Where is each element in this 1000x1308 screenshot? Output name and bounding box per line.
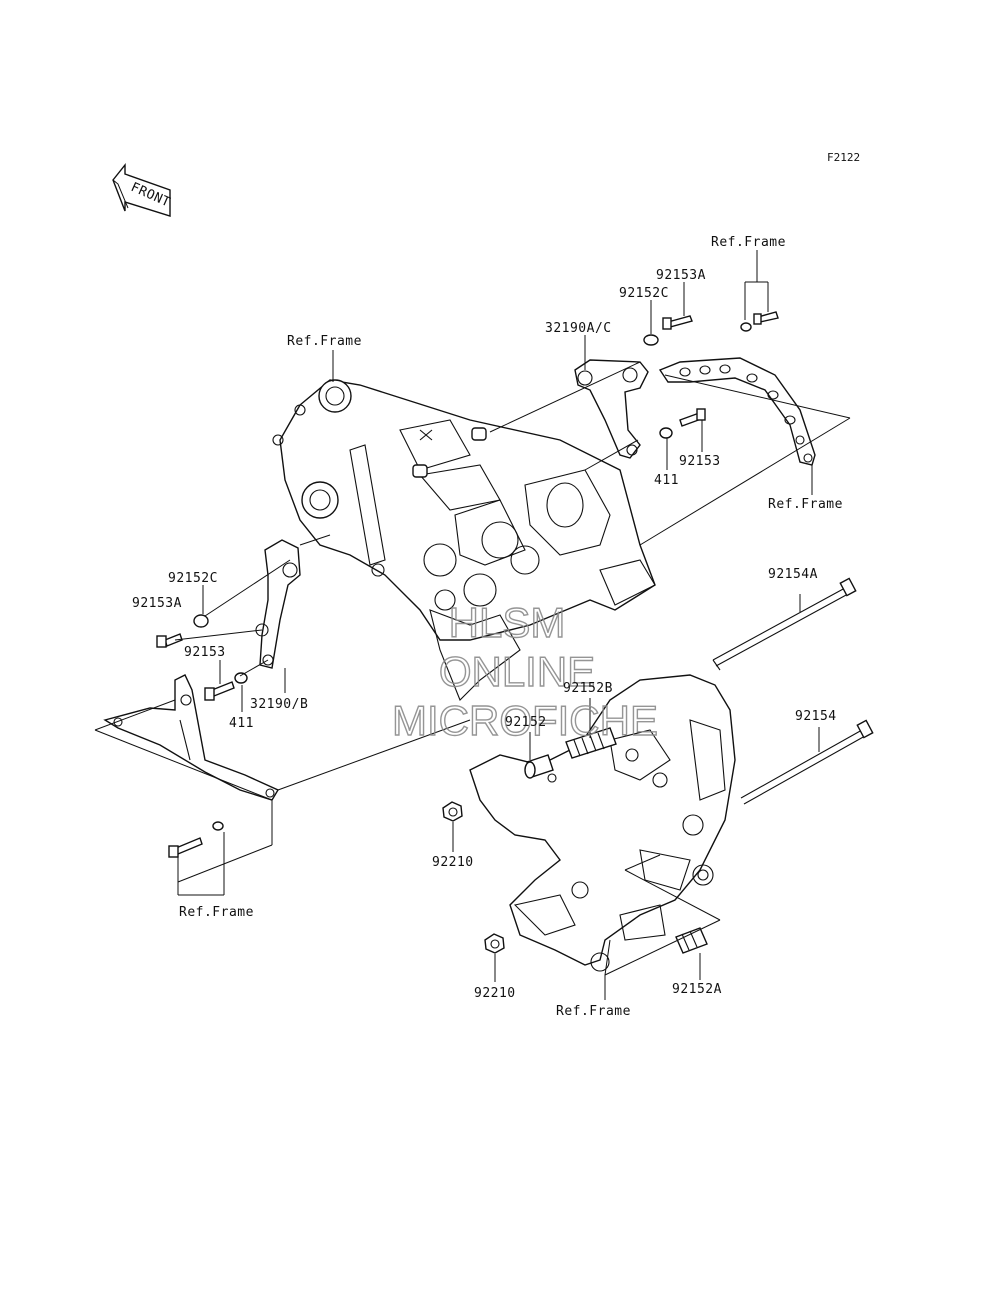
label-ref-frame-bottom-left: Ref.Frame <box>179 905 254 920</box>
label-32190AC: 32190A/C <box>545 321 612 336</box>
label-92152C-top: 92152C <box>619 286 669 301</box>
label-32190B: 32190/B <box>250 697 308 712</box>
bolt-92153-left <box>204 672 248 701</box>
collar-92152C-left <box>193 614 209 628</box>
label-92153A-left: 92153A <box>132 596 182 611</box>
lower-left-frame-brace <box>103 674 280 801</box>
watermark-line3: MICROFICHE <box>392 697 658 744</box>
label-ref-frame-top-right: Ref.Frame <box>711 235 786 250</box>
bolt-92154A <box>712 577 857 671</box>
nut-92210-lower <box>484 933 505 954</box>
upper-frame-brace <box>658 357 816 466</box>
label-ref-frame-bottom: Ref.Frame <box>556 1004 631 1019</box>
bolt-92153A-top <box>662 315 693 330</box>
diagram-code: F2122 <box>827 151 860 164</box>
bolt-ref-frame-top <box>740 311 779 332</box>
front-arrow-icon: FRONT <box>112 163 173 217</box>
part-labels: Ref.Frame 92153A 92152C 32190A/C Ref.Fra… <box>132 235 843 1019</box>
label-92210-upper: 92210 <box>432 855 474 870</box>
label-92152A: 92152A <box>672 982 722 997</box>
main-frame-drawing <box>272 379 656 701</box>
bolt-92153A-left <box>156 633 183 648</box>
collar-92152B <box>565 727 617 759</box>
label-92152C-left: 92152C <box>168 571 218 586</box>
bolt-92154 <box>740 719 874 805</box>
label-92153A-top: 92153A <box>656 268 706 283</box>
label-ref-frame-right-mid: Ref.Frame <box>768 497 843 512</box>
nut-92210-upper <box>442 801 463 822</box>
label-92152B: 92152B <box>563 681 613 696</box>
label-92154A: 92154A <box>768 567 818 582</box>
label-ref-frame-left-top: Ref.Frame <box>287 334 362 349</box>
bolt-92153-top <box>659 408 706 439</box>
leader-lines <box>94 250 851 1000</box>
watermark-line2: ONLINE <box>439 648 595 695</box>
label-411-top: 411 <box>654 473 679 488</box>
collar-92152A <box>675 927 708 954</box>
label-92210-lower: 92210 <box>474 986 516 1001</box>
watermark: HLSM ONLINE MICROFICHE <box>391 598 658 744</box>
collar-92152 <box>524 754 554 779</box>
collar-92152C-top <box>643 334 659 346</box>
label-92154: 92154 <box>795 709 837 724</box>
upper-mount-bracket <box>574 359 649 459</box>
watermark-line1: HLSM <box>449 599 566 646</box>
label-92152: 92152 <box>505 715 547 730</box>
bolt-ref-frame-bottom-left <box>168 821 224 858</box>
label-92153-top: 92153 <box>679 454 721 469</box>
left-mount-bracket <box>255 539 301 669</box>
label-92153-left: 92153 <box>184 645 226 660</box>
label-411-left: 411 <box>229 716 254 731</box>
